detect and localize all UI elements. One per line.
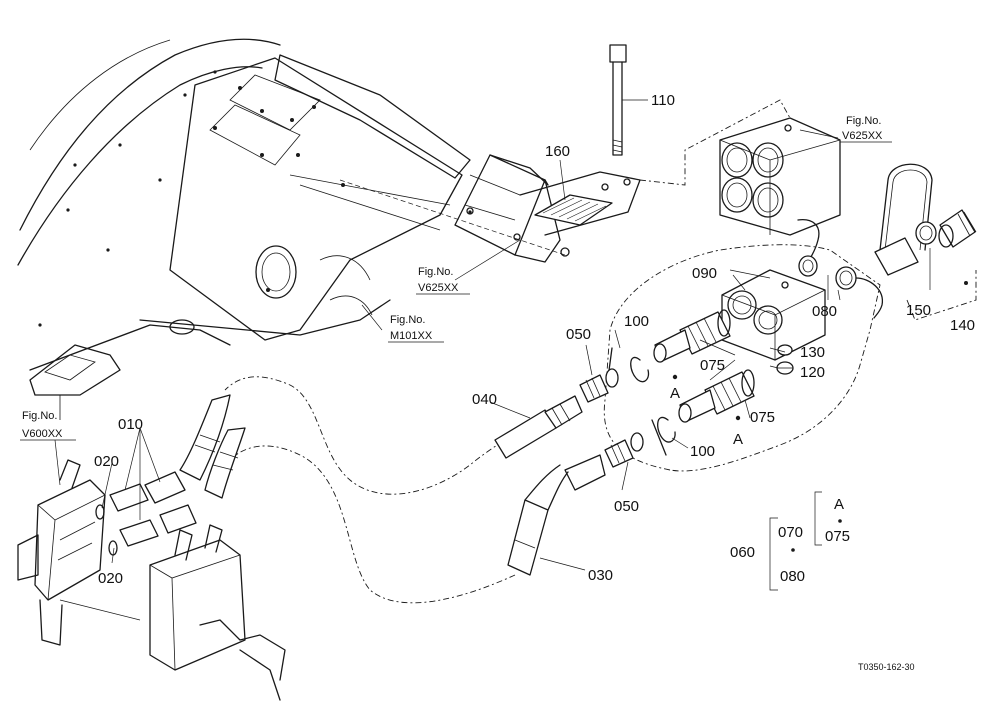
label-120: 120 (800, 364, 825, 381)
assembly-outline (603, 244, 881, 472)
label-020-bottom: 020 (98, 570, 123, 587)
label-075-top: 075 (700, 357, 725, 374)
drawing-code: T0350-162-30 (858, 662, 915, 672)
mark-a-set: A (834, 496, 844, 513)
label-140: 140 (950, 317, 975, 334)
quick-coupler-upper (653, 309, 731, 380)
label-100-bottom: 100 (690, 443, 715, 460)
fig-ref-v625-right-line2: V625XX (842, 130, 883, 142)
pad-160 (534, 194, 613, 226)
tractor-frame (17, 38, 566, 420)
bracket-centerline (639, 99, 791, 186)
fig-ref-m101-line1: Fig.No. (390, 314, 425, 326)
label-030: 030 (588, 567, 613, 584)
fig-ref-v600-line2: V600XX (22, 428, 63, 440)
fig-ref-v625-right-line1: Fig.No. (846, 115, 881, 127)
label-110: 110 (651, 92, 675, 109)
label-050-bottom: 050 (614, 498, 639, 515)
nut-washer (776, 344, 794, 375)
valve-hose-fittings (95, 394, 246, 556)
label-070: 070 (778, 524, 803, 541)
fig-ref-v625-center-line1: Fig.No. (418, 266, 453, 278)
label-080-set: 080 (780, 568, 805, 585)
fig-ref-m101-line2: M101XX (390, 330, 433, 342)
label-075-bottom: 075 (750, 409, 775, 426)
adapter-050-lower (604, 432, 644, 468)
label-010: 010 (118, 416, 143, 433)
shackle-clip (874, 163, 977, 276)
hose-030 (229, 445, 606, 604)
mark-a-bottom: A (733, 431, 743, 448)
label-075-set: 075 (825, 528, 850, 545)
mark-a-top: A (670, 385, 680, 402)
label-150: 150 (906, 302, 931, 319)
adapter-050-upper (579, 368, 619, 403)
set-bracket-060 (769, 491, 842, 591)
label-050-top: 050 (566, 326, 591, 343)
label-020-top: 020 (94, 453, 119, 470)
label-160: 160 (545, 143, 570, 160)
label-060: 060 (730, 544, 755, 561)
fig-ref-v625-center-line2: V625XX (418, 282, 459, 294)
fig-ref-v600-line1: Fig.No. (22, 410, 57, 422)
hose-040 (224, 376, 583, 495)
dust-plugs-080 (797, 219, 883, 319)
coupler-block-090 (721, 269, 826, 361)
control-valve (17, 459, 286, 701)
label-040: 040 (472, 391, 497, 408)
bolt-110 (609, 44, 648, 156)
label-100-top: 100 (624, 313, 649, 330)
mounting-bracket (454, 154, 641, 263)
group-bracket-140 (906, 270, 977, 321)
coupler-holder-upper (719, 117, 841, 236)
label-080: 080 (812, 303, 837, 320)
label-090: 090 (692, 265, 717, 282)
label-130: 130 (800, 344, 825, 361)
leader-lines (54, 129, 931, 571)
quick-coupler-lower (678, 369, 755, 423)
